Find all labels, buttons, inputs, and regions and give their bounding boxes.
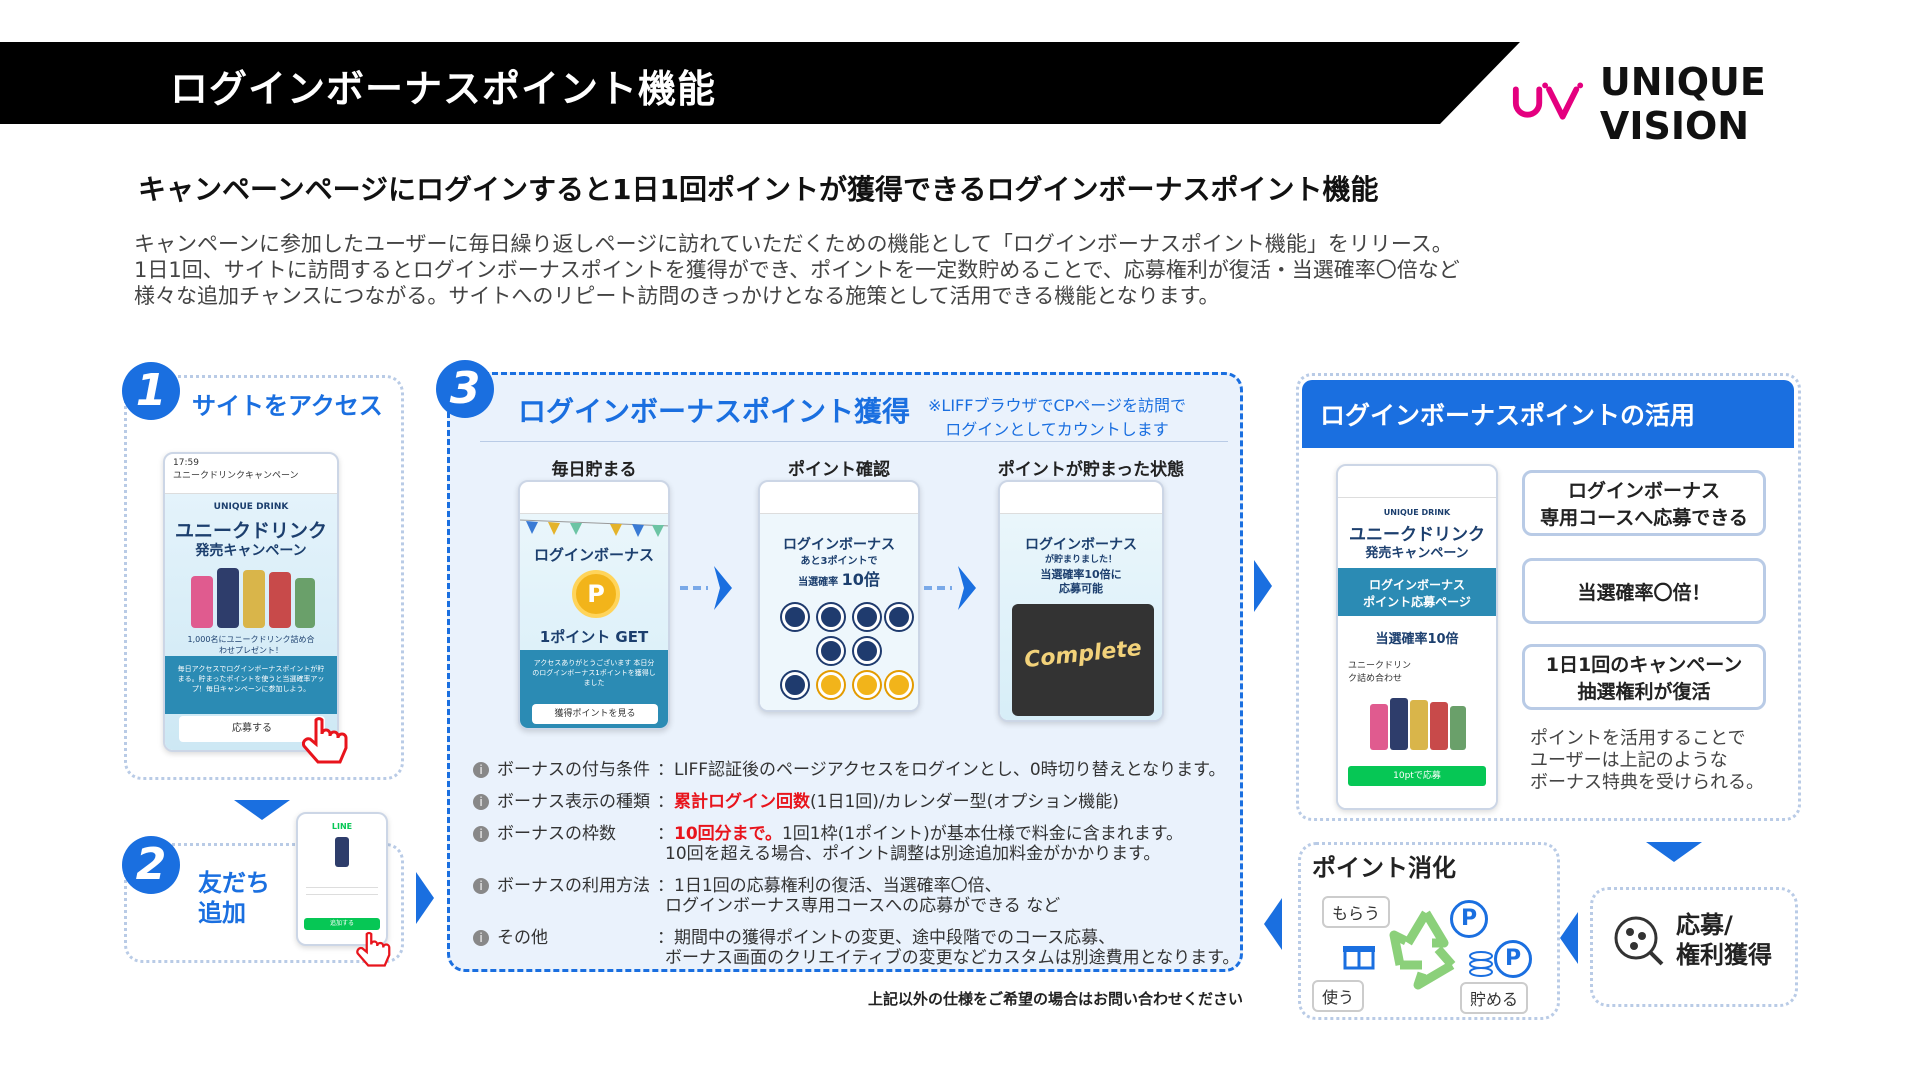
col2-phone: ログインボーナス あと3ポイントで 当選確率 10倍	[758, 480, 920, 712]
col2-heading: ポイント確認	[788, 460, 890, 480]
step3-number: 3	[436, 360, 494, 418]
complete-stamp: Complete	[1012, 604, 1154, 716]
step3-title: ログインボーナスポイント獲得	[518, 395, 911, 428]
use-rate: 当選確率10倍	[1375, 632, 1459, 647]
phone-brand: UNIQUE DRINK	[213, 502, 289, 512]
phone-apply-button[interactable]: 応募する	[179, 716, 325, 742]
use-title-1: ユニークドリンク	[1349, 525, 1485, 545]
step2-number: 2	[122, 836, 180, 894]
step2-phone: LINE 追加する	[296, 812, 388, 946]
use-brand: UNIQUE DRINK	[1383, 508, 1451, 517]
use-phone: UNIQUE DRINK ユニークドリンク 発売キャンペーン ログインボーナスポ…	[1336, 464, 1498, 810]
use-title: ログインボーナスポイントの活用	[1302, 380, 1794, 448]
info-row-cont: ボーナス画面のクリエイティブの変更などカスタムは別途費用となります。	[665, 948, 1240, 968]
phone-title-2: 発売キャンペーン	[195, 543, 307, 559]
hand-pointer-icon	[302, 717, 348, 764]
col1-heading: 毎日貯まる	[551, 460, 637, 480]
use-option-1: ログインボーナス専用コースへ応募できる	[1522, 470, 1766, 536]
col2-line2: あと3ポイントで	[800, 556, 878, 567]
drink-cans-image	[191, 568, 315, 628]
use-option-2: 当選確率〇倍！	[1522, 558, 1766, 624]
consume-box	[1298, 842, 1560, 1020]
step2-label: 友だち追加	[198, 869, 270, 927]
description-line-2: 1日1回、サイトに訪問するとログインボーナスポイントを獲得ができ、ポイントを一定…	[134, 258, 1460, 282]
gacha-icon	[1614, 916, 1664, 966]
step3-note: ※LIFFブラウザでCPページを訪問でログインとしてカウントします	[928, 396, 1186, 439]
col2-rate: 当選確率 10倍	[798, 570, 880, 589]
description-line-3: 様々な追加チャンスにつながる。サイトへのリピート訪問のきっかけとなる施策として活…	[134, 284, 1220, 308]
col3-line4: 応募可能	[1059, 582, 1103, 595]
step2-box	[124, 843, 404, 963]
info-row-cont: 10回を超える場合、ポイント調整は別途追加料金がかかります。	[665, 844, 1161, 864]
col3-line3: 当選確率10倍に	[1040, 568, 1122, 581]
phone-title-1: ユニークドリンク	[174, 520, 327, 542]
uv-logo-icon	[1512, 82, 1584, 120]
headline: キャンペーンページにログインすると1日1回ポイントが獲得できるログインボーナスポ…	[138, 173, 1379, 206]
recycle-icon	[1389, 910, 1456, 990]
footnote: 上記以外の仕様をご希望の場合はお問い合わせください	[868, 990, 1244, 1008]
tag-use: 使う	[1312, 980, 1365, 1012]
col1-get: 1ポイント GET	[539, 628, 649, 646]
apply-label: 応募/権利獲得	[1676, 911, 1772, 969]
step1-label: サイトをアクセス	[192, 392, 383, 420]
description-line-1: キャンペーンに参加したユーザーに毎日繰り返しページに訪れていただくための機能とし…	[134, 232, 1453, 256]
consume-title: ポイント消化	[1312, 854, 1456, 882]
col3-line1: ログインボーナス	[1025, 537, 1137, 553]
tag-get: もらう	[1322, 896, 1391, 928]
use-panel	[1296, 373, 1801, 821]
p-coin-icon: P	[1450, 900, 1488, 938]
arrow-down-icon	[1646, 842, 1702, 862]
use-apply-button[interactable]: 10ptで応募	[1348, 766, 1486, 786]
arrow-right-icon	[924, 566, 976, 610]
p-coin-icon: P	[1494, 940, 1532, 978]
phone-info: 毎日アクセスでログインボーナスポイントが貯まる。貯まったポイントを使うと当選確率…	[165, 656, 337, 714]
col3-heading: ポイントが貯まった状態	[997, 460, 1185, 480]
drink-cans-image	[1370, 698, 1466, 750]
use-option-3: 1日1回のキャンペーン抽選権利が復活	[1522, 644, 1766, 710]
arrow-left-icon	[1560, 912, 1578, 964]
header-bar	[0, 42, 1520, 124]
col2-line1: ログインボーナス	[783, 537, 895, 553]
view-points-button[interactable]: 獲得ポイントを見る	[532, 704, 658, 724]
arrow-left-icon	[1264, 898, 1282, 950]
info-row-cont: ログインボーナス専用コースへの応募ができる など	[665, 896, 1061, 916]
add-friend-button[interactable]: 追加する	[304, 918, 380, 930]
line-label: LINE	[331, 822, 353, 831]
use-title-2: 発売キャンペーン	[1365, 546, 1469, 561]
divider	[480, 441, 1228, 442]
brand-logo: UNIQUE VISION	[1510, 60, 1920, 148]
hand-pointer-icon	[356, 931, 391, 967]
step1-box	[124, 375, 404, 780]
use-note: ポイントを活用することでユーザーは上記のようなボーナス特典を受けられる。	[1530, 728, 1764, 793]
bunting-decoration	[520, 519, 668, 537]
use-band: ログインボーナスポイント応募ページ	[1338, 568, 1496, 616]
col3-phone: ログインボーナス が貯まりました！ 当選確率10倍に 応募可能 Complete	[998, 480, 1164, 722]
can-icon	[335, 837, 349, 867]
tag-save: 貯める	[1460, 982, 1529, 1014]
brand-name: UNIQUE VISION	[1599, 60, 1766, 148]
gift-icon	[1343, 946, 1375, 970]
col1-phone: ログインボーナス P 1ポイント GET アクセスありがとうございます 本日分の…	[518, 480, 670, 730]
page-title: ログインボーナスポイント機能	[170, 67, 717, 111]
arrow-right-icon	[680, 566, 732, 610]
arrow-right-icon	[1254, 560, 1272, 612]
phone-gift: 1,000名にユニークドリンク詰め合わせプレゼント！	[187, 635, 315, 655]
p-coin-icon: P	[572, 570, 620, 618]
col3-line2: が貯まりました！	[1044, 555, 1117, 565]
arrow-right-icon	[416, 872, 434, 924]
coin-stack-icon	[1469, 951, 1493, 977]
use-prize: ユニークドリンク詰め合わせ	[1348, 661, 1412, 684]
arrow-down-icon	[234, 800, 290, 820]
apply-box	[1590, 887, 1798, 1007]
step1-number: 1	[122, 362, 180, 420]
col1-line1: ログインボーナス	[533, 546, 654, 564]
